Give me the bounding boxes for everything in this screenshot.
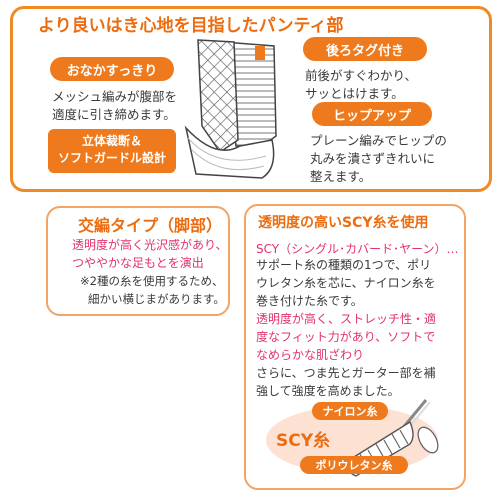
right-desc-1: サポート糸の種類の1つで、ポリ — [256, 258, 432, 272]
label-cut-line-2: ソフトガードル設計 — [57, 151, 166, 165]
tag-mark — [255, 46, 265, 60]
left-pink-2: つややかな足もとを演出 — [72, 256, 204, 270]
right-pink-3: なめらかな肌ざわり — [256, 348, 365, 362]
hip-text-1: プレーン編みでヒップの — [310, 133, 447, 148]
right-pink-1: 透明度が高く、ストレッチ性・適 — [256, 312, 437, 326]
label-hip: ヒップアップ — [312, 102, 432, 126]
label-tag: 後ろタグ付き — [303, 37, 427, 61]
belly-text-1: メッシュ編みが腹部を — [52, 89, 178, 104]
belly-text-2: 適度に引き締めます。 — [52, 107, 176, 122]
scy-line: SCY（シングル･カバード･ヤーン）… — [256, 242, 459, 256]
right-extra-2: 強して強度を高めました。 — [256, 384, 400, 398]
tag-text-2: サッとはけます。 — [305, 86, 404, 101]
left-panel-title: 交編タイプ（脚部） — [78, 216, 223, 235]
right-desc-2: ウレタン糸を芯に、ナイロン糸を — [256, 276, 436, 290]
left-panel — [46, 206, 230, 316]
label-cut: 立体裁断＆ ソフトガードル設計 — [48, 129, 176, 173]
right-panel-title: 透明度の高いSCY糸を使用 — [258, 215, 429, 231]
top-panel-title: より良いはき心地を目指したパンティ部 — [38, 16, 344, 36]
right-pink-2: 度なフィット力があり、ソフトで — [256, 330, 436, 344]
hip-text-3: 整えます。 — [310, 169, 372, 184]
label-belly: おなかすっきり — [50, 57, 174, 81]
left-note-1: ※2種の糸を使用するため、 — [80, 274, 224, 288]
right-extra-1: さらに、つま先とガーター部を補 — [256, 366, 436, 380]
label-nylon: ナイロン糸 — [312, 402, 388, 420]
left-pink-1: 透明度が高く光沢感があり、 — [72, 238, 228, 252]
label-scy-yarn: SCY糸 — [276, 431, 331, 451]
label-polyurethane: ポリウレタン糸 — [300, 456, 408, 474]
tag-text-1: 前後がすぐわかり、 — [305, 68, 418, 83]
panty-illustration — [184, 39, 277, 179]
hip-text-2: 丸みを潰さずきれいに — [310, 151, 436, 166]
left-note-2: 細かい横じまがあります。 — [88, 292, 225, 306]
right-desc-3: 巻き付けた糸です。 — [256, 294, 363, 308]
label-cut-line-1: 立体裁断＆ — [81, 134, 142, 148]
